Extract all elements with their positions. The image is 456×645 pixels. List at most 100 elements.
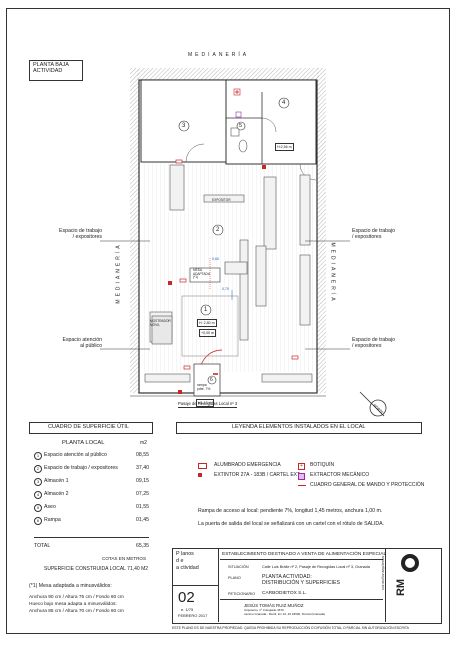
room-name: Rampa [44, 517, 61, 523]
titleblock-divider-1 [218, 548, 219, 622]
floor-plan [100, 68, 387, 417]
logo-circle-icon [401, 554, 419, 572]
plano-value: PLANTA ACTIVIDAD: DISTRIBUCIÓN Y SUPERFI… [262, 574, 340, 586]
legend-heading: LEYENDA ELEMENTOS INSTALADOS EN EL LOCAL [232, 424, 366, 430]
architect-underline [220, 599, 383, 600]
callout-trabajo-left: Espacio de trabajo / expositores [59, 228, 102, 240]
room-area: 07,25 [136, 491, 149, 497]
room-area: 01,45 [136, 517, 149, 523]
drawing-sheet [6, 8, 450, 634]
height-aseo: H:2,56 m [275, 143, 294, 151]
legend-heading-box [176, 422, 422, 434]
nota-line-2: Hueco bajo mesa adapta a minusválidos: [29, 602, 117, 607]
callout-trabajo-right-2: Espacio de trabajo / expositores [352, 337, 395, 349]
project-title: ESTABLECIMIENTO DESTINADO A VENTA DE ALI… [222, 552, 387, 557]
titleblock-divider-3 [172, 585, 218, 586]
brand-logo: RM ruiz muñoz arquitectos [381, 552, 425, 616]
surfaces-col-unit: m2 [140, 440, 147, 446]
room-area: 09,15 [136, 478, 149, 484]
room-name: Almacén 1 [44, 478, 69, 484]
mostrador-label: MOSTRADOR MÓVIL [150, 319, 171, 327]
panel-icon [298, 485, 306, 486]
legend-note-2: La puerta de salida del local se señaliz… [198, 521, 384, 527]
outer-walls [130, 68, 326, 394]
titleblock [172, 548, 442, 624]
peticionario-label: PETICIONARIO [228, 592, 256, 596]
left-wall-label: MEDIANERÍA [115, 242, 122, 304]
room-area: 08,55 [136, 452, 149, 458]
plano-number: 02 [178, 589, 195, 606]
total-value: 65,35 [136, 543, 149, 549]
project-underline [220, 559, 383, 560]
room-3-number: 3 [182, 123, 186, 129]
total-label: TOTAL [34, 543, 51, 549]
callout-atencion-left: Espacio atención al público [62, 337, 102, 349]
level-mark: +0,00 m [199, 329, 217, 337]
height-main: H: 2,80 m [197, 319, 217, 327]
footer-copyright: ESTE PLANO ES DE NUESTRA PROPIEDAD. QUED… [172, 626, 409, 630]
street-label: Pasaje de Recogidas Local nº 3 [178, 401, 238, 408]
surfaces-divider [34, 537, 149, 538]
room-area: 01,55 [136, 504, 149, 510]
room-name: Aseo [44, 504, 56, 510]
room-number-badge: 2 [34, 465, 42, 473]
emergency-light-icon [198, 463, 207, 469]
top-wall-label: MEDIANERÍA [188, 52, 250, 58]
cotas-label: COTAS EN METROS [102, 556, 147, 561]
callout-trabajo-right: Espacio de trabajo / expositores [352, 228, 395, 240]
logo-mark: RM [395, 578, 408, 597]
situacion-value: Calle Luis Bráile nº 2, Pasaje de Recogi… [262, 565, 370, 569]
architect-info: Arquitecto, nº Colegiado 4676 camino Gra… [244, 608, 326, 616]
nota-line-3: Anchura 85 cm / Altura 70 cm / Fondo 60 … [29, 609, 124, 614]
superficie-construida: SUPERFICIE CONSTRUIDA LOCAL 71,40 M2 [44, 566, 149, 572]
mesa-label: MESA ADAPTADA (*1) [193, 268, 210, 280]
situacion-label: SITUACIÓN [228, 565, 249, 569]
room-area: 37,40 [136, 465, 149, 471]
escala: e. 1/75 [181, 607, 194, 612]
surfaces-heading: CUADRO DE SUPERFICIE ÚTIL [48, 424, 129, 430]
room-name: Espacio de trabajo / expositores [44, 465, 118, 471]
nota-title: (*1) Mesa adaptada a minusválidos: [29, 583, 112, 589]
logo-side-text: ruiz muñoz arquitectos [381, 555, 385, 590]
room-number-badge: 3 [34, 478, 42, 486]
room-name: Almacén 2 [44, 491, 69, 497]
room-number-badge: 4 [34, 491, 42, 499]
drawing-title-box [29, 60, 83, 81]
first-aid-icon: + [298, 463, 305, 470]
room-5-number: 5 [239, 123, 243, 129]
plano-label: PLANO [228, 576, 241, 580]
rampa-label: rampa pdte. 7% [197, 383, 211, 391]
nota-line-1: Anchura 90 cm / Altura 75 cm / Fondo 60 … [29, 595, 124, 600]
expositor-label: EXPOSITOR [212, 198, 231, 202]
titleblock-divider-2 [385, 548, 386, 622]
surfaces-heading-box [29, 422, 153, 434]
drawing-title: PLANTA BAJA ACTIVIDAD [33, 62, 69, 74]
dim-070: 0,70 [222, 287, 229, 291]
legend-note-1: Rampa de acceso al local: pendiente 7%, … [198, 508, 383, 514]
fecha: FEBRERO 2017 [178, 613, 208, 618]
room-number-badge: 5 [34, 504, 42, 512]
room-name: Espacio atención al público [44, 452, 107, 458]
room-number-badge: 6 [34, 517, 42, 525]
plano-word: P lanos d e a ctividad [176, 551, 199, 571]
north-arrow [359, 391, 387, 417]
architect-name: JESÚS TOMÁS RUIZ MUÑOZ [244, 603, 304, 608]
surfaces-col-local: PLANTA LOCAL [62, 440, 105, 446]
dim-060: 0,60 [212, 257, 219, 261]
right-wall-label: MEDIANERÍA [329, 242, 336, 304]
room-6-number: 6 [210, 377, 213, 383]
room-2-number: 2 [216, 227, 220, 233]
width-mark: H1,10 m [196, 399, 214, 407]
room-number-badge: 1 [34, 452, 42, 460]
room-4-number: 4 [282, 100, 286, 106]
extinguisher-icon [198, 473, 202, 477]
extractor-icon [298, 473, 305, 480]
peticionario-value: CARBODIETOX S.L. [262, 591, 307, 596]
room-1-number: 1 [204, 307, 208, 313]
